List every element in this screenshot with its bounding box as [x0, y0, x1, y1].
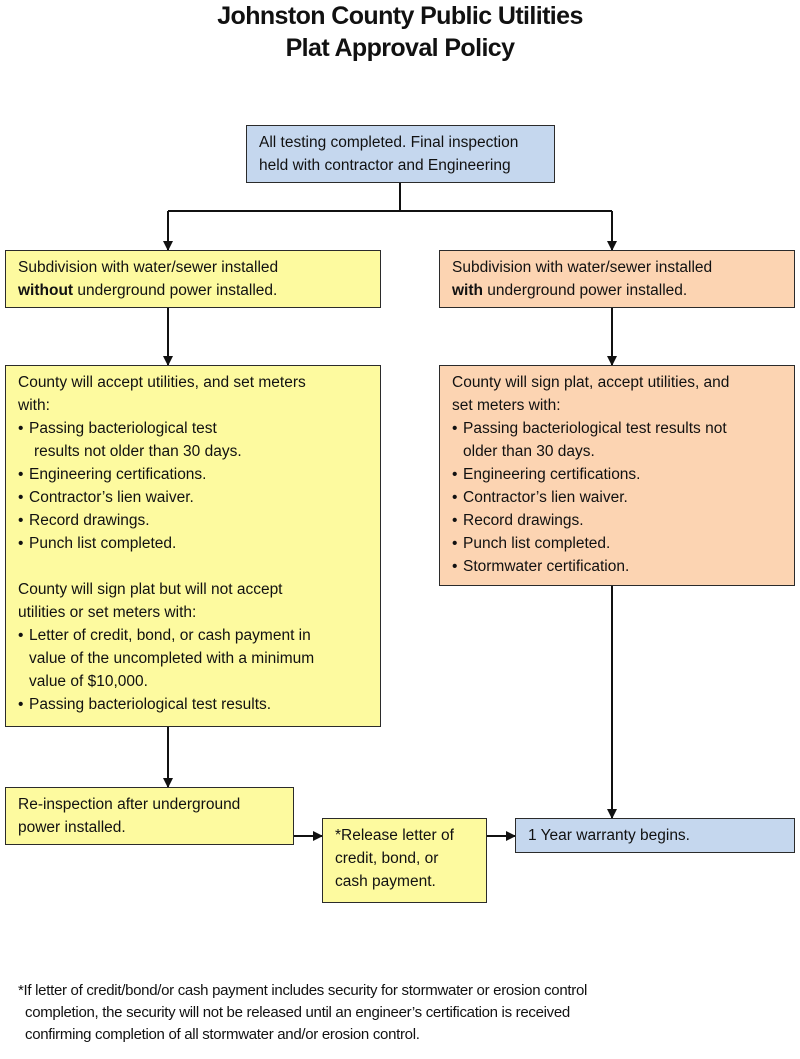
list-item: Punch list completed. — [18, 532, 368, 555]
node-without-power-terms: County will accept utilities, and set me… — [5, 365, 381, 727]
node-without-power-line1: Subdivision with water/sewer installed — [18, 259, 279, 276]
terms-intro: County will sign plat but will not accep… — [18, 581, 283, 598]
terms-intro: County will accept utilities, and set me… — [18, 374, 306, 391]
list-item: Record drawings. — [18, 509, 368, 532]
node-start: All testing completed. Final inspection … — [246, 125, 555, 183]
list-item: Record drawings. — [452, 509, 782, 532]
list-item: Stormwater certification. — [452, 555, 782, 578]
page-subtitle: Plat Approval Policy — [285, 34, 515, 62]
node-with-power-line1: Subdivision with water/sewer installed — [452, 259, 713, 276]
node-without-power-rest: underground power installed. — [73, 282, 278, 299]
node-with-power-emphasis: with — [452, 282, 483, 299]
list-item: Engineering certifications. — [452, 463, 782, 486]
terms-intro: set meters with: — [452, 397, 561, 414]
list-item: Passing bacteriological test results not… — [18, 417, 368, 463]
list-item: Contractor’s lien waiver. — [18, 486, 368, 509]
terms-intro: with: — [18, 397, 50, 414]
requirements-list: Passing bacteriological test results not… — [452, 417, 782, 578]
sign-plat-requirements-list: Letter of credit, bond, or cash payment … — [18, 624, 368, 716]
list-item: Passing bacteriological test results not… — [452, 417, 782, 463]
node-start-line2: held with contractor and Engineering — [259, 157, 511, 174]
node-with-power-terms: County will sign plat, accept utilities,… — [439, 365, 795, 586]
list-item: Contractor’s lien waiver. — [452, 486, 782, 509]
node-start-line1: All testing completed. Final inspection — [259, 134, 519, 151]
node-with-power-rest: underground power installed. — [483, 282, 688, 299]
accept-requirements-list: Passing bacteriological test results not… — [18, 417, 368, 555]
list-item: Engineering certifications. — [18, 463, 368, 486]
page-title: Johnston County Public Utilities — [217, 2, 583, 30]
node-warranty: 1 Year warranty begins. — [515, 818, 795, 853]
node-without-power: Subdivision with water/sewer installed w… — [5, 250, 381, 308]
list-item: Punch list completed. — [452, 532, 782, 555]
node-reinspection: Re-inspection after underground power in… — [5, 787, 294, 845]
list-item: Passing bacteriological test results. — [18, 693, 368, 716]
footnote: *If letter of credit/bond/or cash paymen… — [18, 982, 588, 1043]
node-with-power: Subdivision with water/sewer installed w… — [439, 250, 795, 308]
node-release: *Release letter of credit, bond, or cash… — [322, 818, 487, 903]
node-without-power-emphasis: without — [18, 282, 74, 299]
terms-intro: utilities or set meters with: — [18, 604, 197, 621]
terms-intro: County will sign plat, accept utilities,… — [452, 374, 730, 391]
list-item: Letter of credit, bond, or cash payment … — [18, 624, 368, 693]
